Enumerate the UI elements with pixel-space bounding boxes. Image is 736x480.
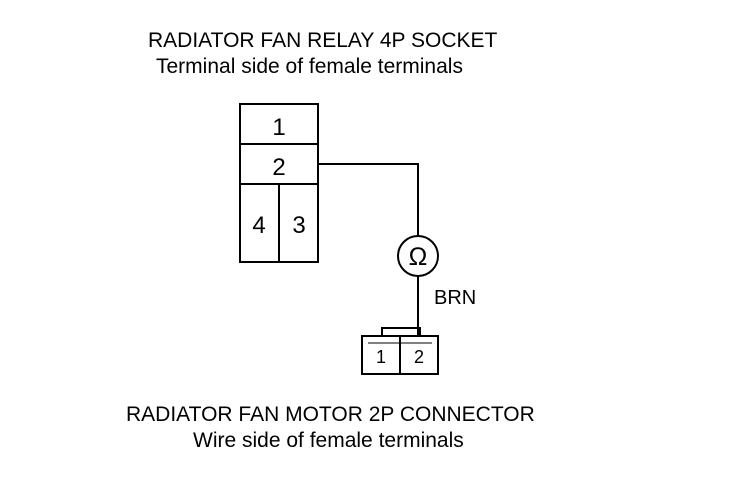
socket-terminal-4: 4 xyxy=(252,212,265,239)
test-lead-wire xyxy=(318,163,419,236)
connector-latch xyxy=(381,327,421,337)
relay-socket-title: RADIATOR FAN RELAY 4P SOCKET xyxy=(148,29,498,52)
connector-terminal-2: 2 xyxy=(414,347,424,367)
connector-terminal-1: 1 xyxy=(376,347,386,367)
relay-socket: 1 2 4 3 xyxy=(239,103,319,263)
socket-terminal-1: 1 xyxy=(272,114,285,141)
ohmmeter-icon: Ω xyxy=(397,235,439,277)
fan-motor-connector-subtitle: Wire side of female terminals xyxy=(193,429,464,452)
wire-color-label: BRN xyxy=(434,287,477,309)
fan-motor-connector-title: RADIATOR FAN MOTOR 2P CONNECTOR xyxy=(126,403,535,426)
relay-socket-subtitle: Terminal side of female terminals xyxy=(156,55,463,78)
socket-terminal-3: 3 xyxy=(292,212,305,239)
socket-terminal-2: 2 xyxy=(272,154,285,181)
fan-motor-connector: 1 2 xyxy=(361,327,439,375)
ohm-symbol: Ω xyxy=(409,243,428,271)
